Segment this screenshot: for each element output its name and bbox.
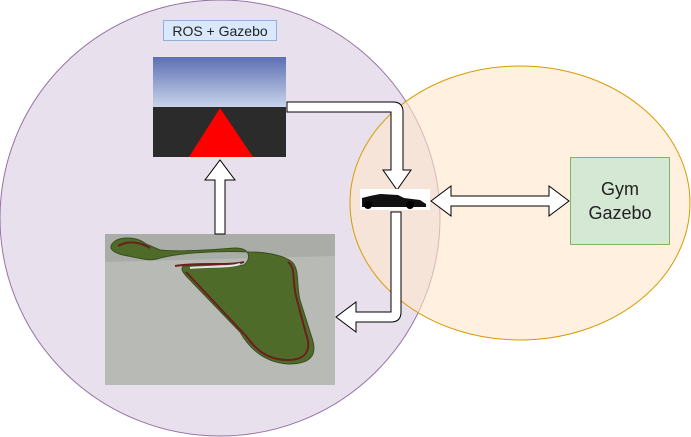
race-car-icon <box>360 189 430 210</box>
arrow-track-to-camera <box>204 159 236 235</box>
race-track-image <box>105 234 335 385</box>
gym-gazebo-line2: Gazebo <box>588 203 652 223</box>
gym-gazebo-line1: Gym <box>601 179 639 199</box>
arrow-camera-to-car <box>286 101 412 191</box>
camera-view-image <box>153 57 286 157</box>
arrow-car-to-track <box>335 211 402 333</box>
ros-gazebo-label: ROS + Gazebo <box>163 20 277 41</box>
gym-gazebo-box: Gym Gazebo <box>570 157 670 245</box>
arrow-car-gym-bidirectional <box>430 185 570 217</box>
track-marker <box>189 108 253 157</box>
